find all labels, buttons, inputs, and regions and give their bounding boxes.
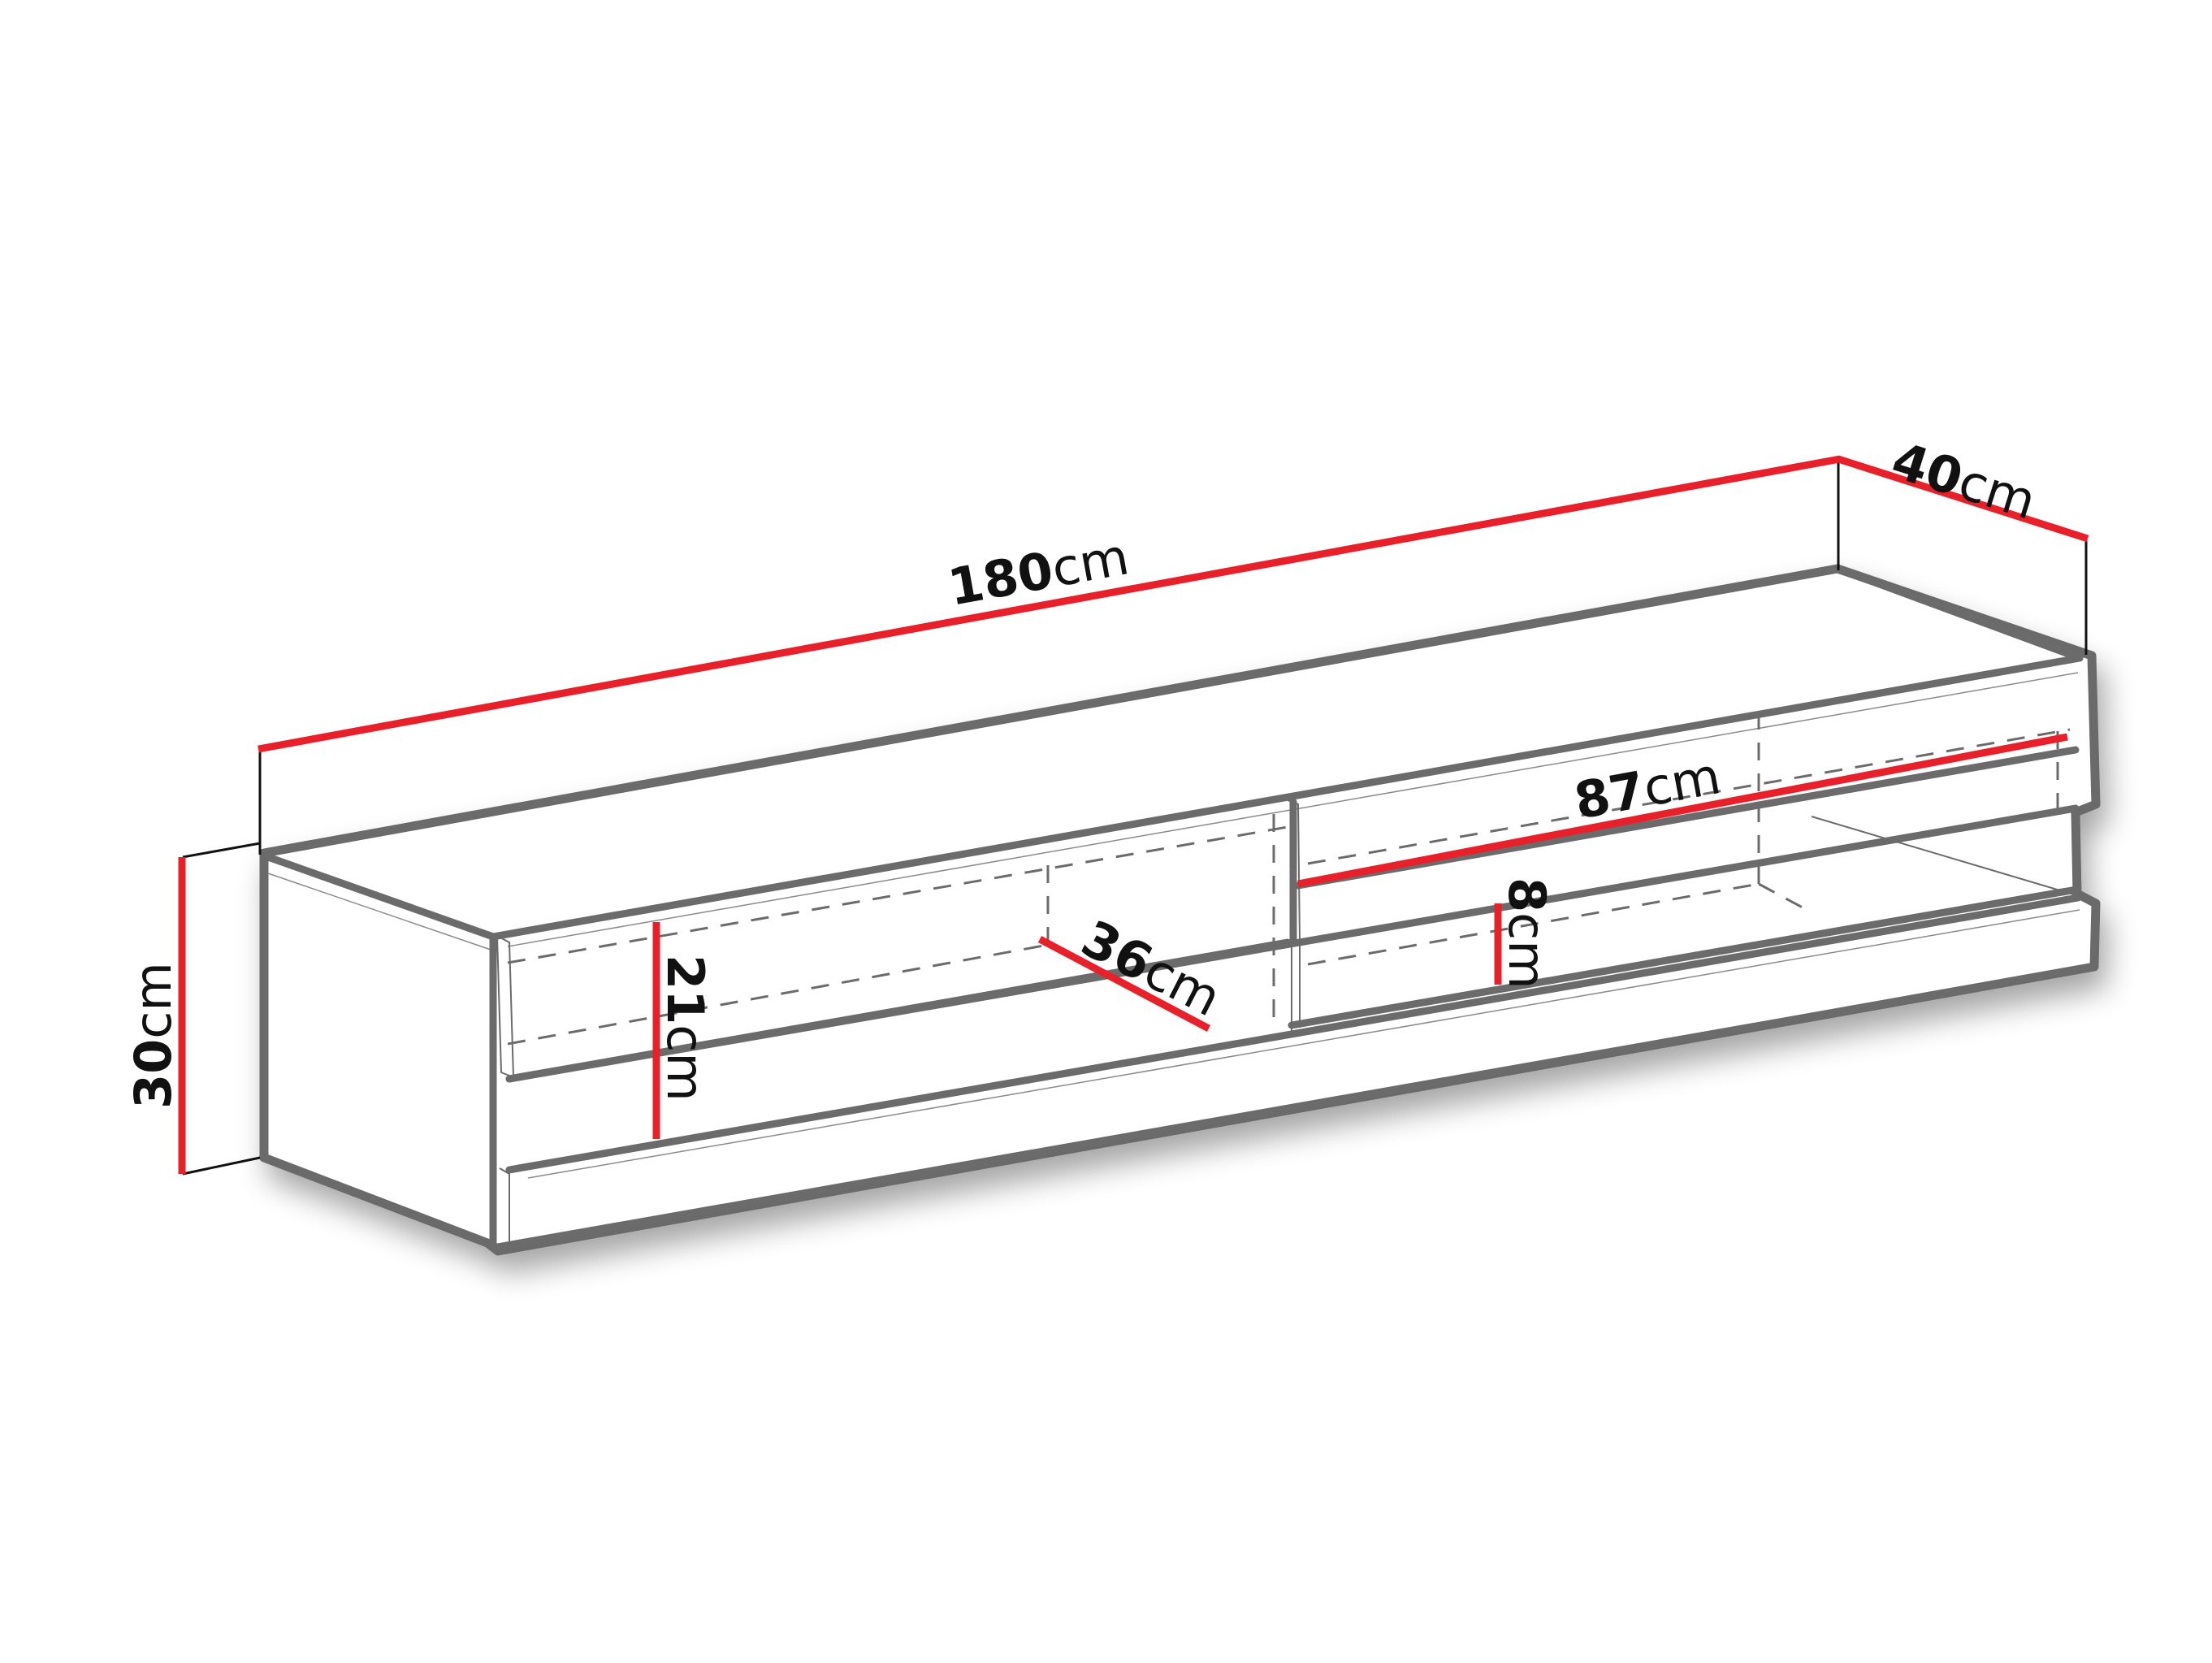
depth-dimension-line xyxy=(1837,455,2089,543)
cabinet-edges xyxy=(260,565,2098,1251)
cabinet-body xyxy=(259,564,2101,1256)
flap-height-value: 21 xyxy=(656,955,715,1024)
flap-height-label: 21cm xyxy=(656,955,715,1102)
flap-width-value: 87 xyxy=(1569,760,1649,831)
inner-depth-dimension-line xyxy=(1037,936,1211,1032)
cabinet-silhouette xyxy=(259,564,2101,1256)
height-unit: cm xyxy=(123,962,183,1038)
flap-height-unit: cm xyxy=(656,1024,715,1101)
shelf-height-value: 8 xyxy=(1497,877,1556,912)
width-dimension-line xyxy=(258,455,1841,753)
dimension-lines xyxy=(178,455,2089,1176)
shelf-height-label: 8cm xyxy=(1497,877,1556,990)
height-value: 30 xyxy=(123,1039,183,1109)
flap-width-dimension-line xyxy=(1297,733,2068,888)
flap-width-label: 87cm xyxy=(1569,746,1725,831)
flap-width-unit: cm xyxy=(1638,746,1725,818)
hidden-lines xyxy=(507,711,2071,1046)
depth-label: 40cm xyxy=(1885,431,2042,531)
width-unit: cm xyxy=(1047,526,1133,599)
height-label: 30cm xyxy=(123,962,183,1109)
shelf-height-unit: cm xyxy=(1497,912,1556,989)
